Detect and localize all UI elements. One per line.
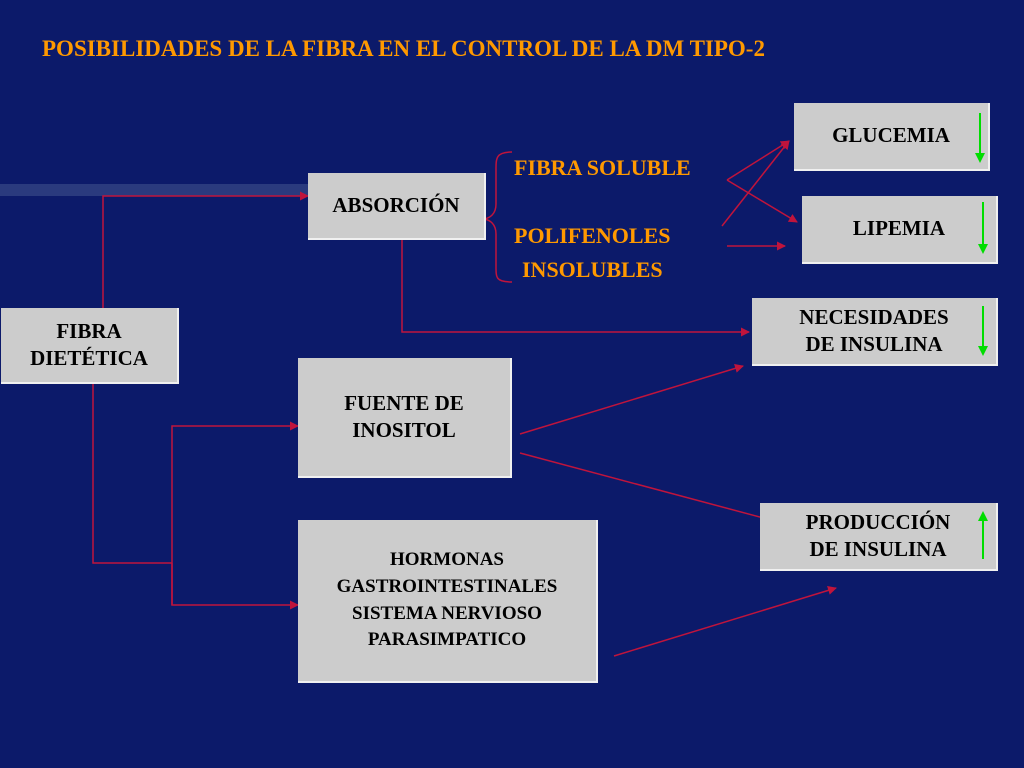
box-necesidades-line-1: NECESIDADES xyxy=(799,304,949,329)
label-fibra-soluble: FIBRA SOLUBLE xyxy=(514,155,691,180)
connector-fibra-hormonas xyxy=(171,563,299,610)
box-necesidades-insulina: NECESIDADES DE INSULINA xyxy=(752,298,998,366)
box-hormonas: HORMONAS GASTROINTESTINALES SISTEMA NERV… xyxy=(298,520,598,683)
connector-absorcion-necesidades xyxy=(401,240,750,337)
label-polifenoles: POLIFENOLES xyxy=(514,223,671,248)
label-insolubles: INSOLUBLES xyxy=(522,257,663,282)
box-lipemia-line-1: LIPEMIA xyxy=(852,216,946,241)
connector-polifenoles-glucemia xyxy=(721,140,790,227)
page-title: POSIBILIDADES DE LA FIBRA EN EL CONTROL … xyxy=(42,36,765,61)
box-fibra-line-2: DIETÉTICA xyxy=(30,346,148,370)
connector-soluble-glucemia xyxy=(726,140,790,181)
connector-inositol-necesidades xyxy=(519,364,744,435)
up-icon xyxy=(978,511,988,559)
connector-fibra-trunk xyxy=(92,384,172,564)
box-inositol-line-2: INOSITOL xyxy=(352,418,456,442)
box-necesidades-line-2: DE INSULINA xyxy=(805,332,943,356)
connector-inositol-produccion xyxy=(519,452,772,523)
box-hormonas-line-4: PARASIMPATICO xyxy=(367,629,527,651)
box-produccion-line-2: DE INSULINA xyxy=(809,537,947,561)
box-hormonas-line-2: GASTROINTESTINALES xyxy=(336,575,558,597)
box-hormonas-line-1: HORMONAS xyxy=(390,549,504,571)
connector-fibra-absorcion xyxy=(102,191,309,308)
box-produccion-insulina: PRODUCCIÓN DE INSULINA xyxy=(760,503,998,571)
down-icon xyxy=(978,306,988,356)
down-icon xyxy=(975,113,985,163)
box-glucemia-line-1: GLUCEMIA xyxy=(832,123,950,148)
connector-soluble-lipemia xyxy=(726,179,798,223)
box-absorcion: ABSORCIÓN xyxy=(308,173,486,240)
box-lipemia: LIPEMIA xyxy=(802,196,998,264)
box-fibra-line-1: FIBRA xyxy=(56,318,122,343)
box-inositol-line-1: FUENTE DE xyxy=(344,390,464,415)
box-hormonas-line-3: SISTEMA NERVIOSO xyxy=(352,602,542,624)
brace xyxy=(483,151,513,283)
connector-fibra-inositol xyxy=(171,421,299,605)
box-glucemia: GLUCEMIA xyxy=(794,103,990,171)
decorative-stripe xyxy=(0,184,318,196)
box-produccion-line-1: PRODUCCIÓN xyxy=(805,509,951,534)
connector-hormonas-produccion xyxy=(613,586,837,657)
box-absorcion-line-1: ABSORCIÓN xyxy=(332,192,460,217)
box-fuente-inositol: FUENTE DE INOSITOL xyxy=(298,358,512,478)
box-fibra-dietetica: FIBRA DIETÉTICA xyxy=(1,308,179,384)
down-icon xyxy=(978,202,988,254)
